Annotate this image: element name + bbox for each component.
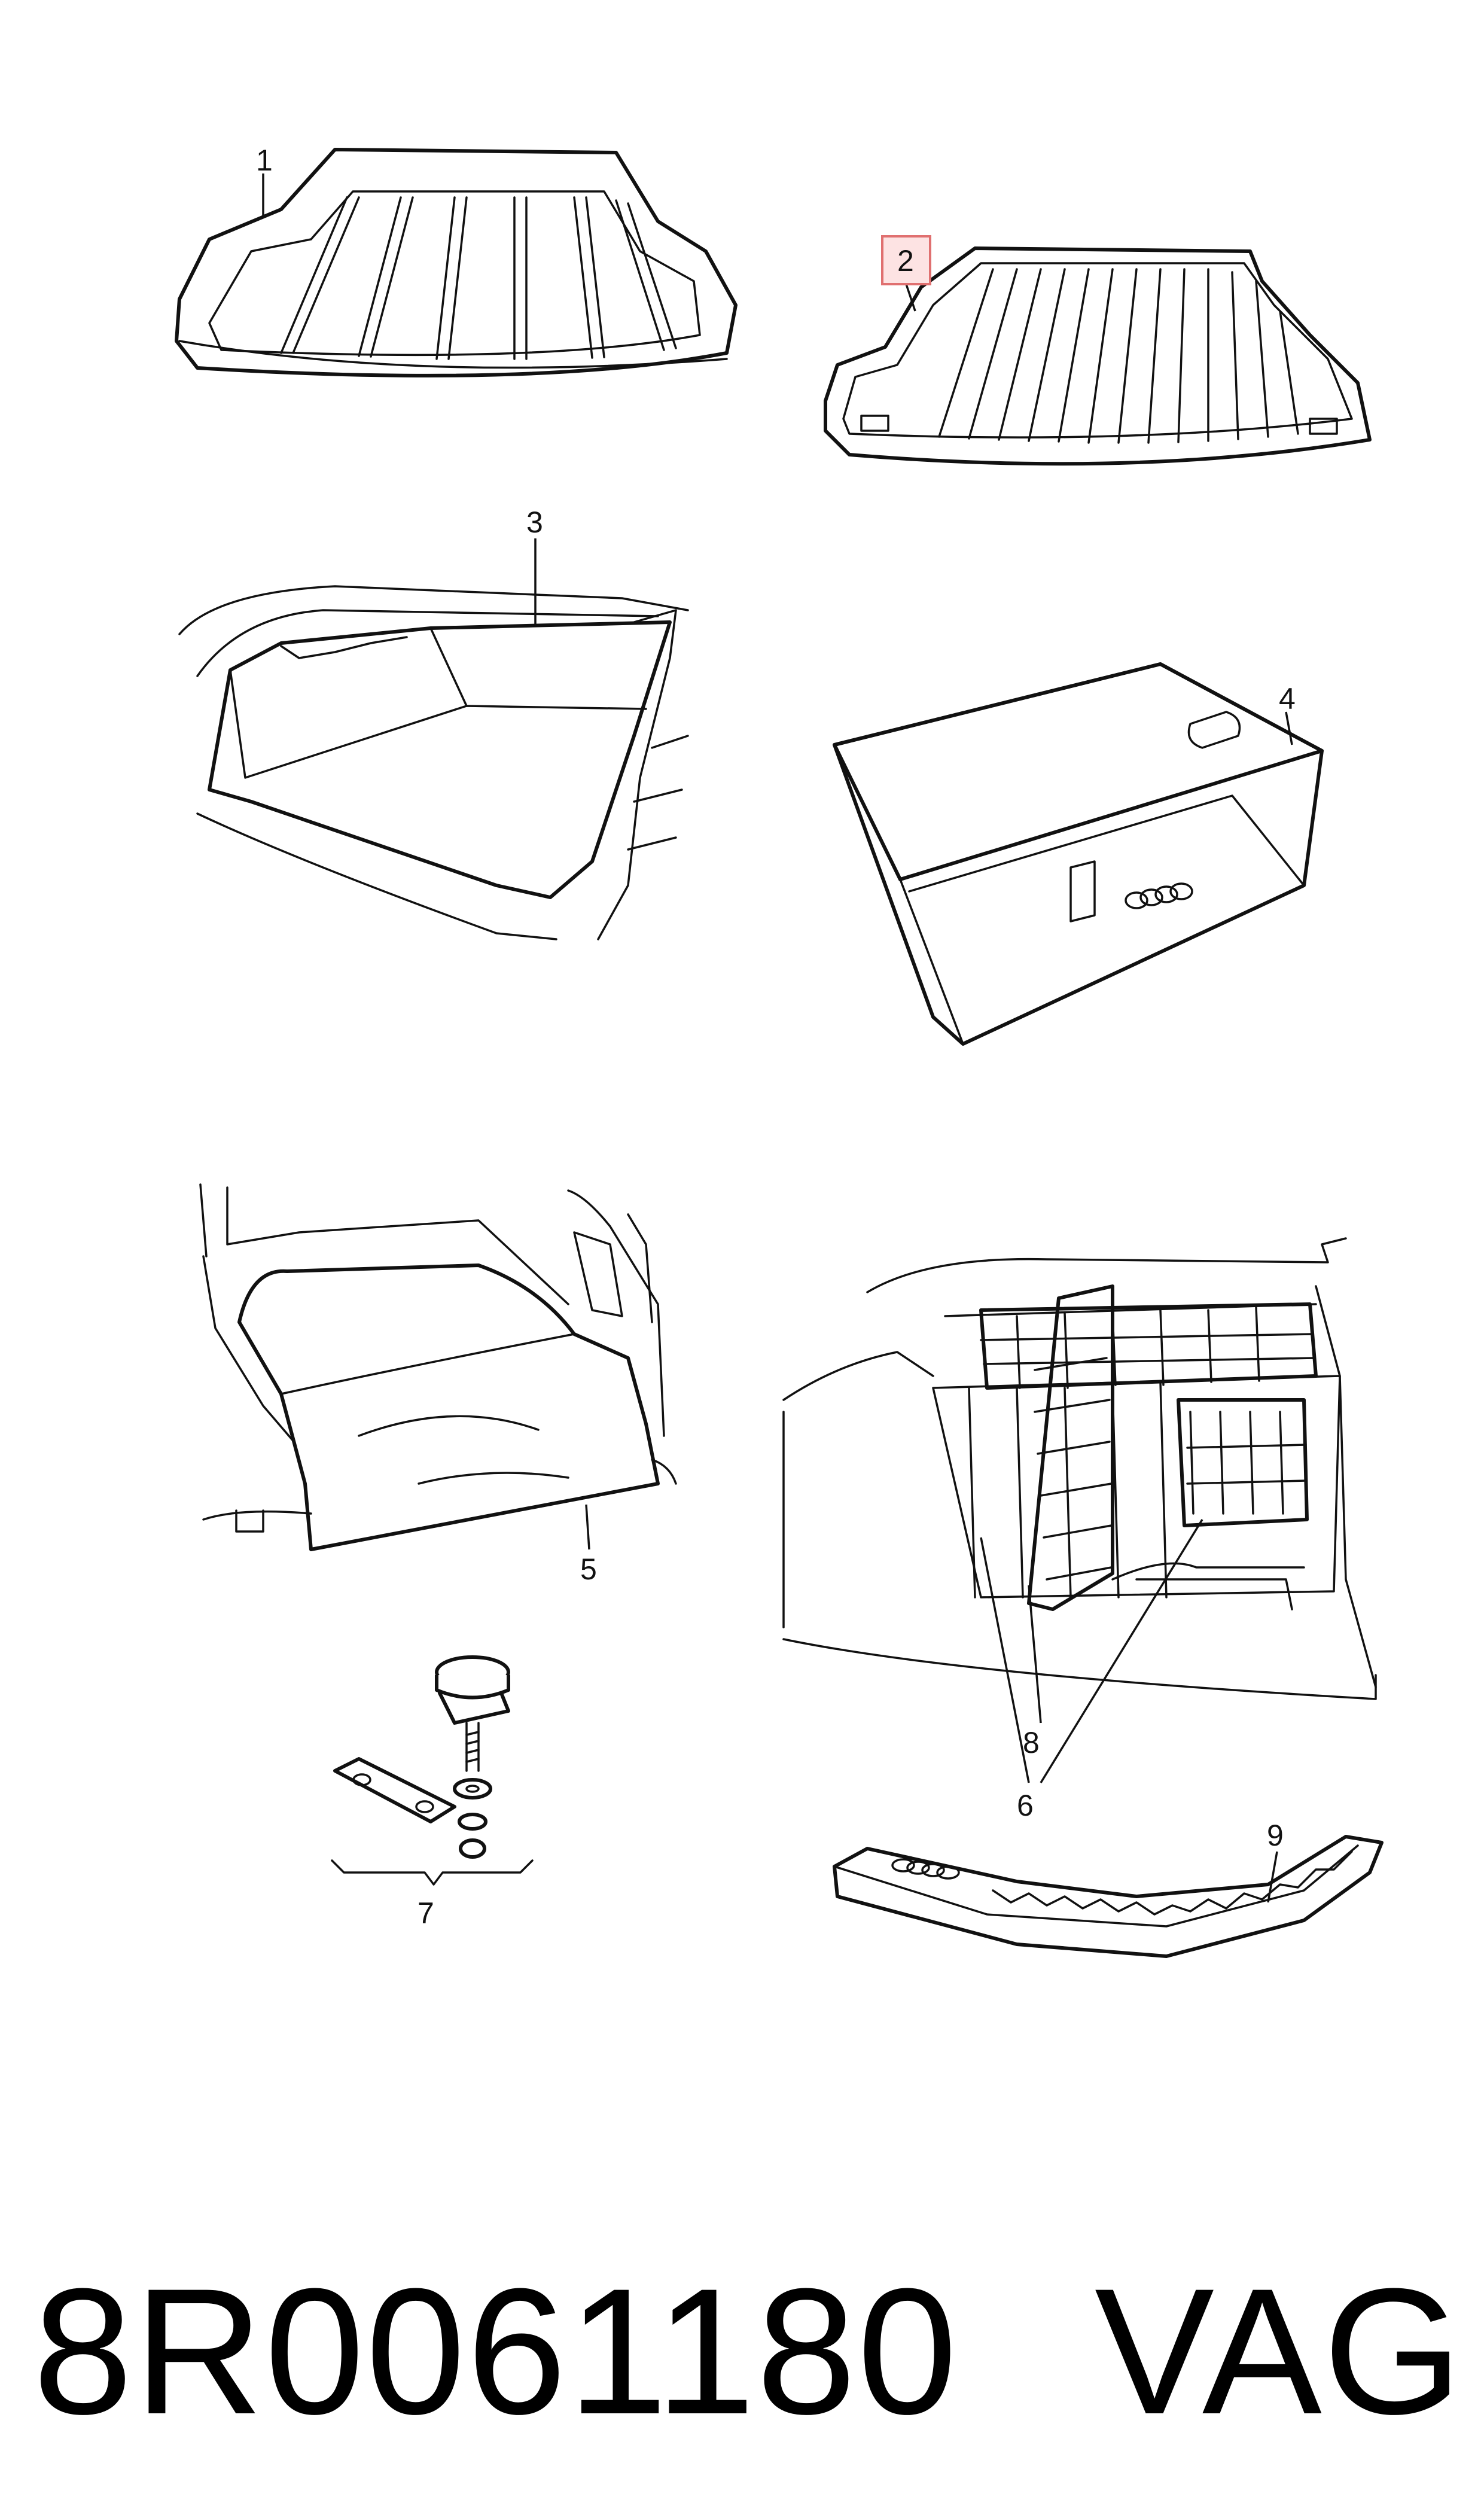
part-7-mounting-kit: 7: [331, 1655, 534, 1930]
part-9-sill-trim: 9: [833, 1819, 1384, 1958]
part-4-storage-box: 4: [833, 662, 1324, 1046]
callout-7: 7: [418, 1896, 434, 1930]
part-1-trunk-tray: 1: [175, 144, 738, 377]
callout-9: 9: [1267, 1819, 1284, 1852]
part-6-luggage-divider: 8 6: [782, 1237, 1377, 1822]
part-5-protection-blanket: 5: [199, 1183, 677, 1586]
callout-8: 8: [1023, 1726, 1040, 1759]
brand-label: VAG: [1095, 2251, 1464, 2452]
callout-2-highlight: [881, 235, 931, 285]
part-3-trunk-liner: 3: [178, 506, 689, 940]
callout-3: 3: [526, 506, 543, 539]
part-2-trunk-mat: 2: [824, 235, 1372, 466]
callout-2: 2: [897, 244, 914, 278]
callout-4: 4: [1279, 682, 1296, 715]
callout-1: 1: [256, 144, 273, 177]
callout-5: 5: [580, 1552, 597, 1586]
part-number-label: 8R0061180: [33, 2251, 959, 2452]
callout-6: 6: [1017, 1789, 1034, 1822]
